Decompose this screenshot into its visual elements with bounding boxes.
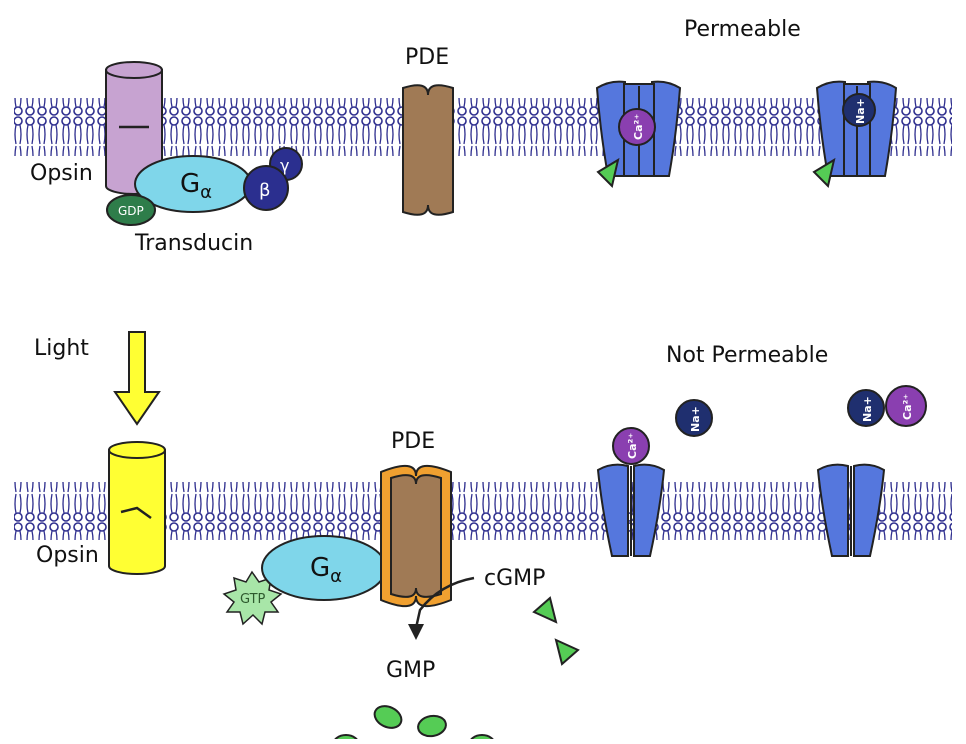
opsin-label-top: Opsin [30,161,93,186]
not-permeable-label: Not Permeable [666,343,828,368]
gmp-molecule-2 [417,714,447,738]
gamma-label: γ [280,156,289,175]
ca-channel-closed [596,463,666,557]
gdp-badge [106,194,156,226]
sodium-ion-bottom-2 [847,389,885,427]
ca-channel-open: Ca²⁺ [595,80,682,188]
pde-active [380,465,452,607]
calcium-ion-top-label: Ca²⁺ [632,114,645,140]
svg-text:Gα: Gα [180,169,212,203]
gmp-molecule-3 [332,734,360,744]
sodium-ion-bottom-2-label: Na+ [861,396,874,422]
pde-label-bottom: PDE [391,429,435,454]
membrane-bottom [14,482,952,540]
permeable-label: Permeable [684,17,801,42]
pde-label-top: PDE [405,45,449,70]
top-panel: Permeable Opsin Gα β γ GDP Transducin PD… [14,17,952,256]
na-channel-closed [816,463,886,557]
gtp-badge: GTP [222,570,283,626]
beta-subunit [243,165,289,211]
gmp-molecule-4 [468,734,496,744]
cgmp-bound-ca [596,157,620,188]
membrane-top [14,98,952,156]
g-alpha-top-g: G [180,169,200,199]
sodium-ion-bottom-1 [675,399,713,437]
bottom-panel: Light Not Permeable Opsin GTP Gα PDE [14,331,952,744]
cgmp-molecule-1 [532,596,558,624]
cgmp-bound-na [812,157,836,188]
sodium-ion-top [842,93,876,127]
transducin-complex: Gα β γ GDP [106,147,303,226]
g-alpha-bottom-sub: α [330,566,342,587]
light-arrow [113,331,161,426]
gdp-label: GDP [118,204,144,218]
gmp-molecule-1 [373,705,403,729]
light-label: Light [34,336,89,361]
svg-text:Gα: Gα [310,553,342,587]
pde-top [402,84,454,216]
gtp-label: GTP [240,592,266,607]
na-channel-open: Na+ [812,80,898,188]
cgmp-label: cGMP [484,566,545,591]
calcium-ion-bottom-1 [612,427,650,465]
sodium-ion-top-label: Na+ [854,98,867,124]
g-alpha-top-sub: α [200,182,212,203]
g-alpha-bottom-g: G [310,553,330,583]
calcium-ion-bottom-2-label: Ca²⁺ [901,394,914,420]
hydrolysis-arrow [408,576,475,640]
calcium-ion-top [618,108,656,146]
calcium-ion-bottom-2 [885,385,927,427]
cgmp-molecule-2 [554,638,580,666]
gmp-label: GMP [386,658,435,683]
sodium-ion-bottom-1-label: Na+ [689,406,702,432]
calcium-ion-bottom-1-label: Ca²⁺ [626,433,639,459]
opsin-label-bottom: Opsin [36,543,99,568]
beta-label: β [259,180,271,201]
transducin-label: Transducin [134,231,253,256]
opsin-active [108,441,166,575]
